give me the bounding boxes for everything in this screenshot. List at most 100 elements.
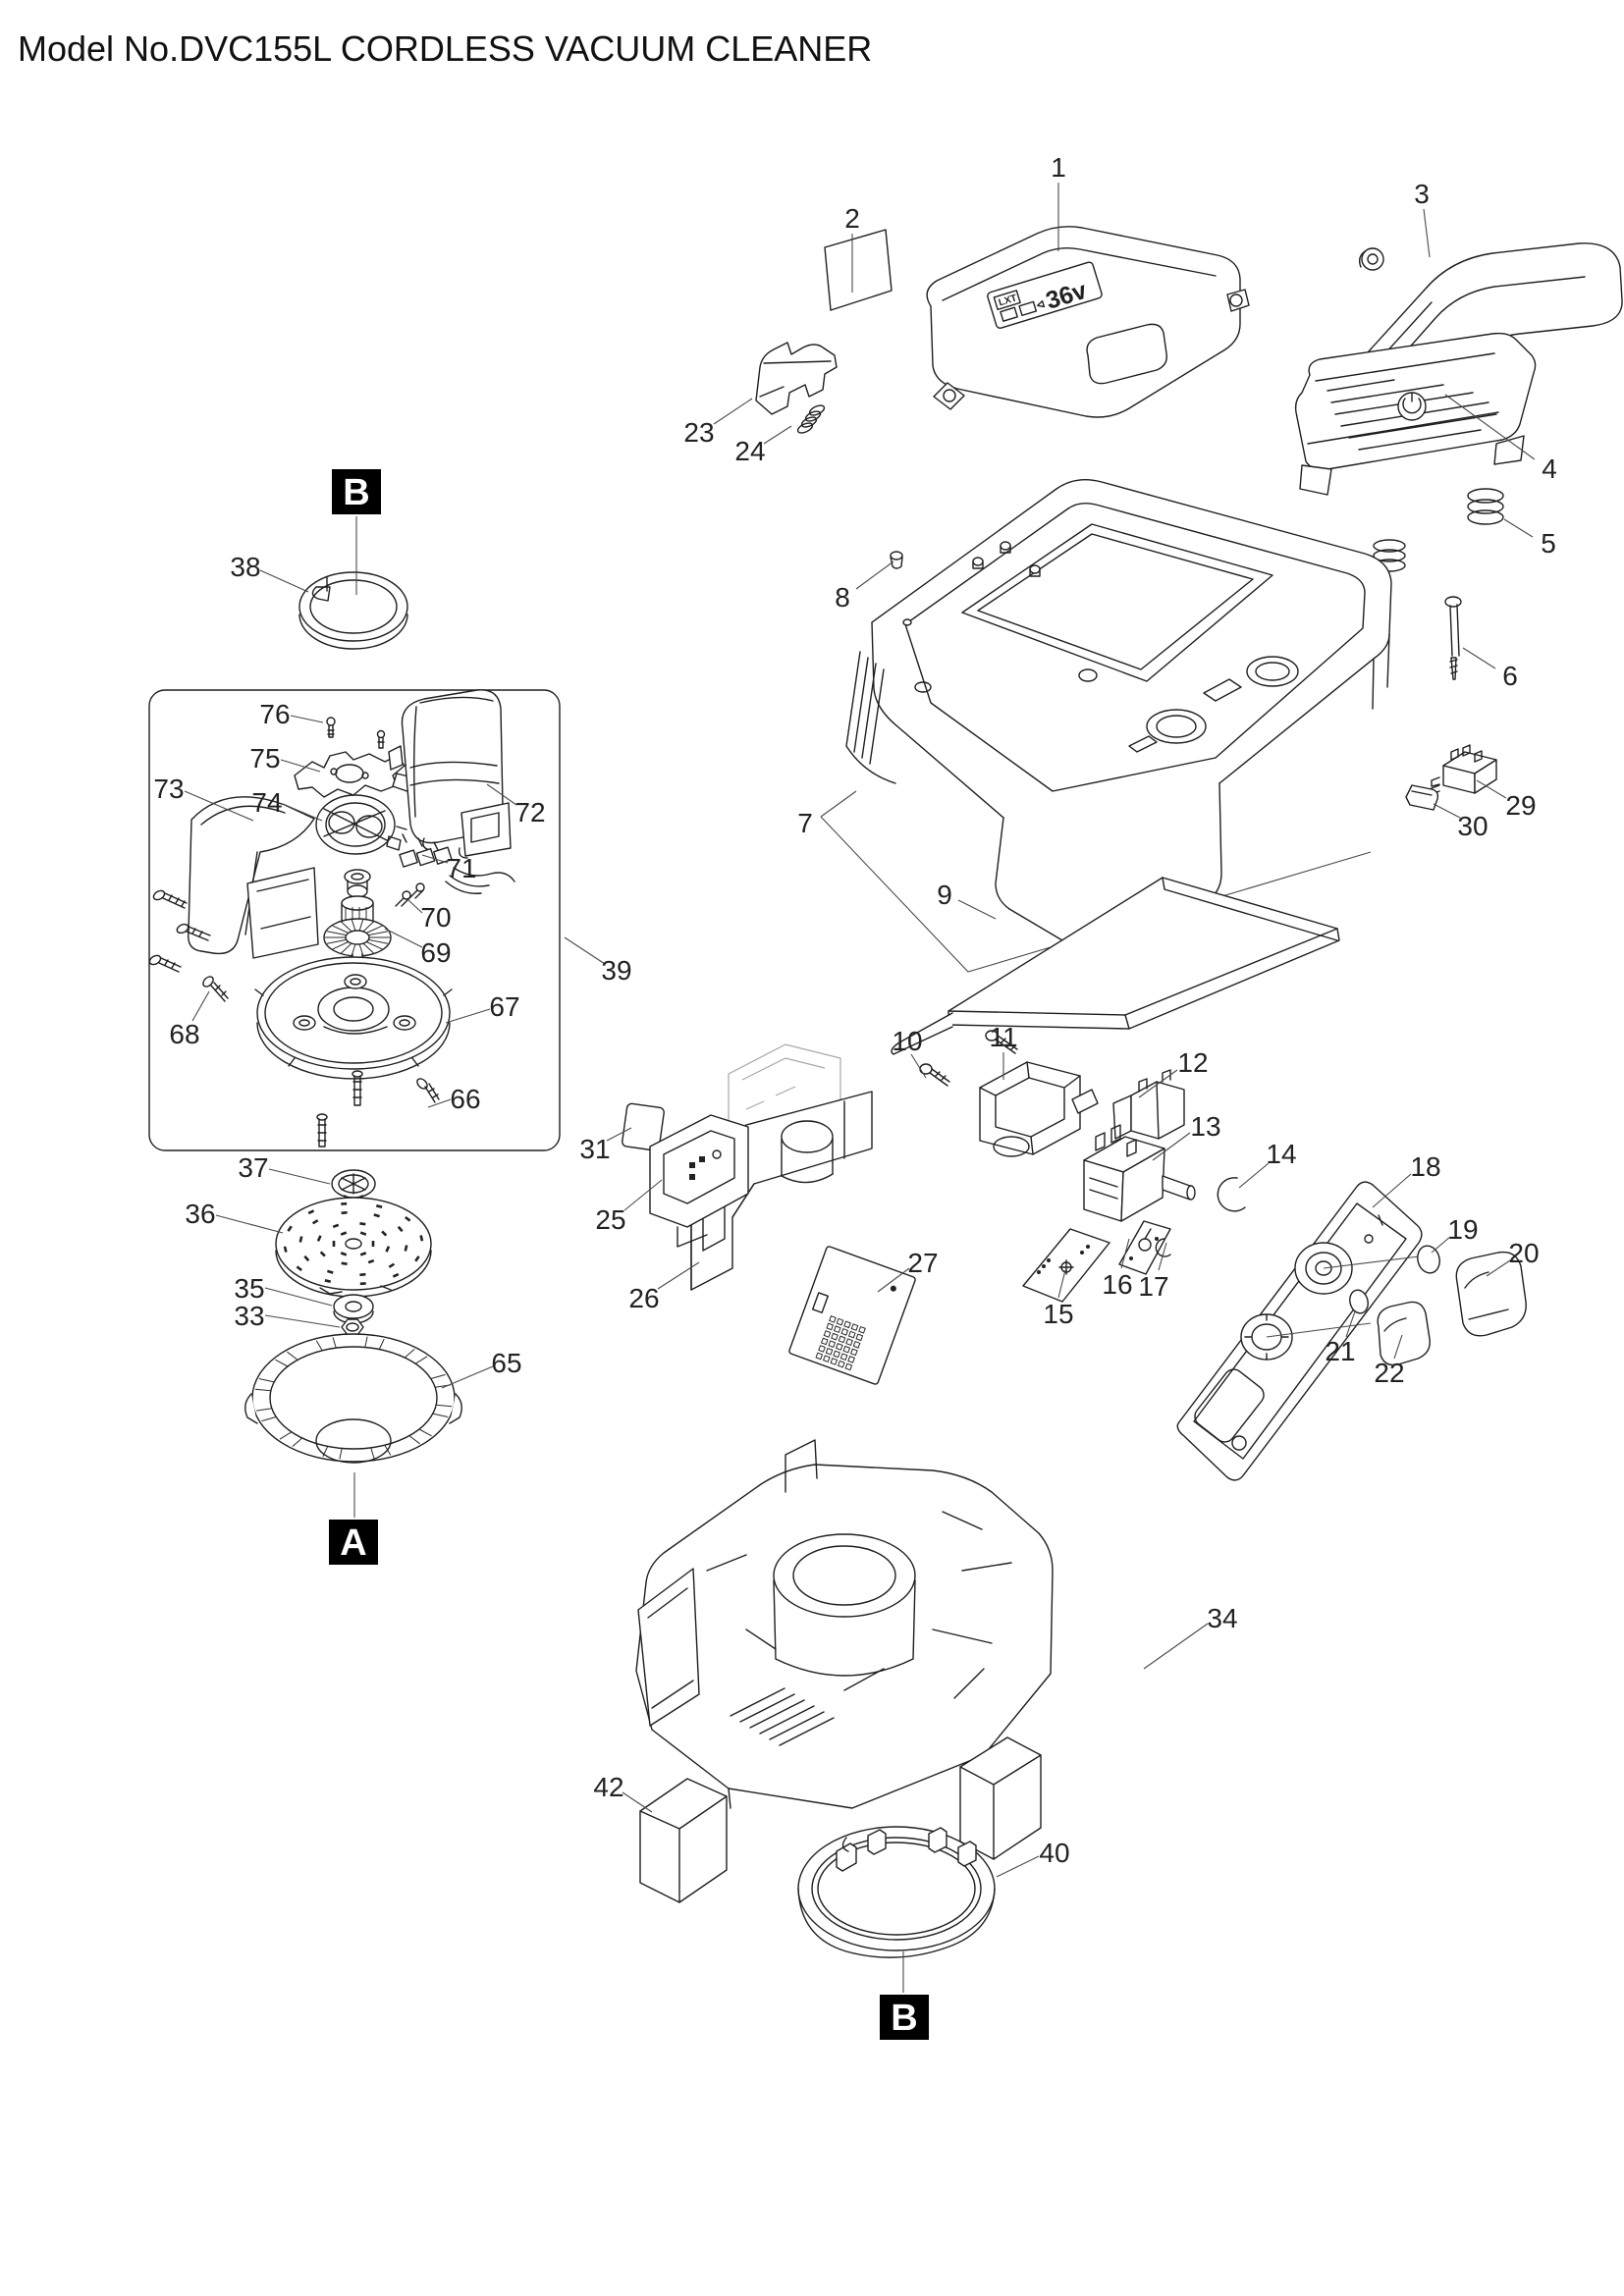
part-29-switch-art <box>1431 744 1497 795</box>
part-9-sheet-art <box>891 877 1340 1055</box>
part-number-66: 66 <box>450 1084 480 1114</box>
callout-leader-29 <box>1476 779 1507 799</box>
part-76-screw-art <box>326 717 386 749</box>
part-2-label-art <box>824 229 893 311</box>
part-number-19: 19 <box>1447 1214 1478 1245</box>
part-number-73: 73 <box>153 774 184 804</box>
callout-leader-20 <box>1486 1259 1511 1277</box>
callout-leader-74 <box>282 803 323 822</box>
callout-leader-67 <box>445 1008 491 1024</box>
part-number-30: 30 <box>1457 811 1488 841</box>
callout-leader-68 <box>191 990 210 1022</box>
callout-leader-15 <box>1057 1269 1066 1299</box>
part-number-72: 72 <box>514 797 545 828</box>
part-number-27: 27 <box>907 1248 938 1278</box>
part-number-7: 7 <box>797 808 813 838</box>
part-69-armature-art <box>323 869 392 971</box>
part-16-plate-art <box>1118 1220 1171 1275</box>
callout-leader-16 <box>1120 1238 1130 1269</box>
part-68-screws-art <box>148 889 229 1002</box>
part-67-baffle-art <box>254 956 453 1080</box>
callout-leader-66 <box>427 1098 452 1108</box>
part-number-31: 31 <box>579 1134 610 1164</box>
part-number-25: 25 <box>595 1204 625 1235</box>
callout-leader-75 <box>280 759 321 773</box>
part-25-sensor-holder-art <box>649 1114 749 1248</box>
page-title: Model No.DVC155L CORDLESS VACUUM CLEANER <box>18 28 872 69</box>
section-marker-box-A <box>329 1520 378 1565</box>
callout-leader-38 <box>259 569 309 593</box>
callout-leader-23 <box>713 398 753 425</box>
part-19-cap-art <box>1417 1245 1440 1274</box>
part-number-74: 74 <box>251 787 282 818</box>
part-number-3: 3 <box>1414 179 1430 209</box>
part-number-40: 40 <box>1039 1838 1069 1868</box>
callout-leader-76 <box>290 715 324 723</box>
callout-leader-65 <box>441 1365 494 1389</box>
part-36-damper-disc-art <box>275 1197 432 1298</box>
callout-leader-22 <box>1393 1334 1403 1360</box>
brand-text: LXT <box>998 293 1018 308</box>
part-11-float-cage-art <box>979 1061 1099 1157</box>
part-38-ring-art <box>298 571 408 650</box>
part-15-pcb-plate-art <box>1022 1228 1110 1303</box>
callout-leader-40 <box>996 1855 1040 1878</box>
part-number-71: 71 <box>446 853 476 883</box>
part-35-washer-art <box>333 1294 374 1324</box>
part-number-70: 70 <box>420 902 451 933</box>
callout-leader-8 <box>855 561 894 590</box>
callout-leader-17 <box>1158 1242 1167 1271</box>
part-31-label-art <box>622 1102 665 1151</box>
part-70-screws-art <box>395 882 425 907</box>
part-13-switch-art <box>1083 1124 1196 1222</box>
part-number-65: 65 <box>491 1348 521 1378</box>
part-number-33: 33 <box>234 1301 264 1331</box>
part-34-lower-housing-art <box>635 1439 1054 1809</box>
part-number-42: 42 <box>593 1772 623 1802</box>
part-20-knob-art <box>1455 1251 1527 1337</box>
part-12-switch-art <box>1112 1069 1185 1140</box>
power-icon <box>1397 392 1427 421</box>
part-65-cup-ring-art <box>244 1333 462 1464</box>
callout-leader-25 <box>623 1179 663 1211</box>
section-marker-box-B <box>880 1995 929 2040</box>
part-number-1: 1 <box>1051 152 1066 183</box>
part-number-69: 69 <box>420 937 451 968</box>
part-40-ring-art <box>797 1826 996 1958</box>
part-number-13: 13 <box>1190 1111 1220 1142</box>
part-30-button-art <box>1405 784 1439 811</box>
callout-leader-18 <box>1372 1173 1412 1208</box>
part-number-39: 39 <box>601 955 631 986</box>
part-22-knob-art <box>1377 1301 1431 1366</box>
part-number-38: 38 <box>230 552 260 582</box>
callout-leader-26 <box>657 1261 700 1290</box>
part-number-22: 22 <box>1374 1358 1404 1388</box>
part-27-controller-art <box>788 1246 916 1385</box>
part-number-21: 21 <box>1325 1336 1355 1366</box>
part-73-duct-half-art <box>188 796 319 959</box>
part-number-35: 35 <box>234 1273 264 1304</box>
part-8-pin-art <box>890 551 903 569</box>
part-6-screw-art <box>1444 596 1462 680</box>
part-number-15: 15 <box>1043 1299 1073 1329</box>
callout-leader-5 <box>1503 518 1534 538</box>
part-number-68: 68 <box>169 1019 199 1049</box>
callout-leader-24 <box>763 425 792 445</box>
callout-leader-35 <box>264 1287 333 1307</box>
part-number-67: 67 <box>489 991 519 1022</box>
part-37-cap-art <box>331 1169 376 1200</box>
callout-leader-12 <box>1138 1069 1178 1098</box>
part-number-23: 23 <box>683 417 714 448</box>
callout-leader-31 <box>606 1127 632 1142</box>
part-number-4: 4 <box>1542 454 1557 484</box>
part-23-latch-art <box>755 342 838 415</box>
part-number-2: 2 <box>844 203 860 234</box>
part-number-75: 75 <box>249 743 280 774</box>
part-66-screws-art <box>316 1070 440 1148</box>
callout-leader-27 <box>877 1267 910 1293</box>
part-24-spring-art <box>796 404 826 434</box>
callout-leader-10 <box>910 1053 927 1079</box>
part-number-12: 12 <box>1177 1047 1208 1078</box>
callout-leader-71 <box>421 854 449 864</box>
